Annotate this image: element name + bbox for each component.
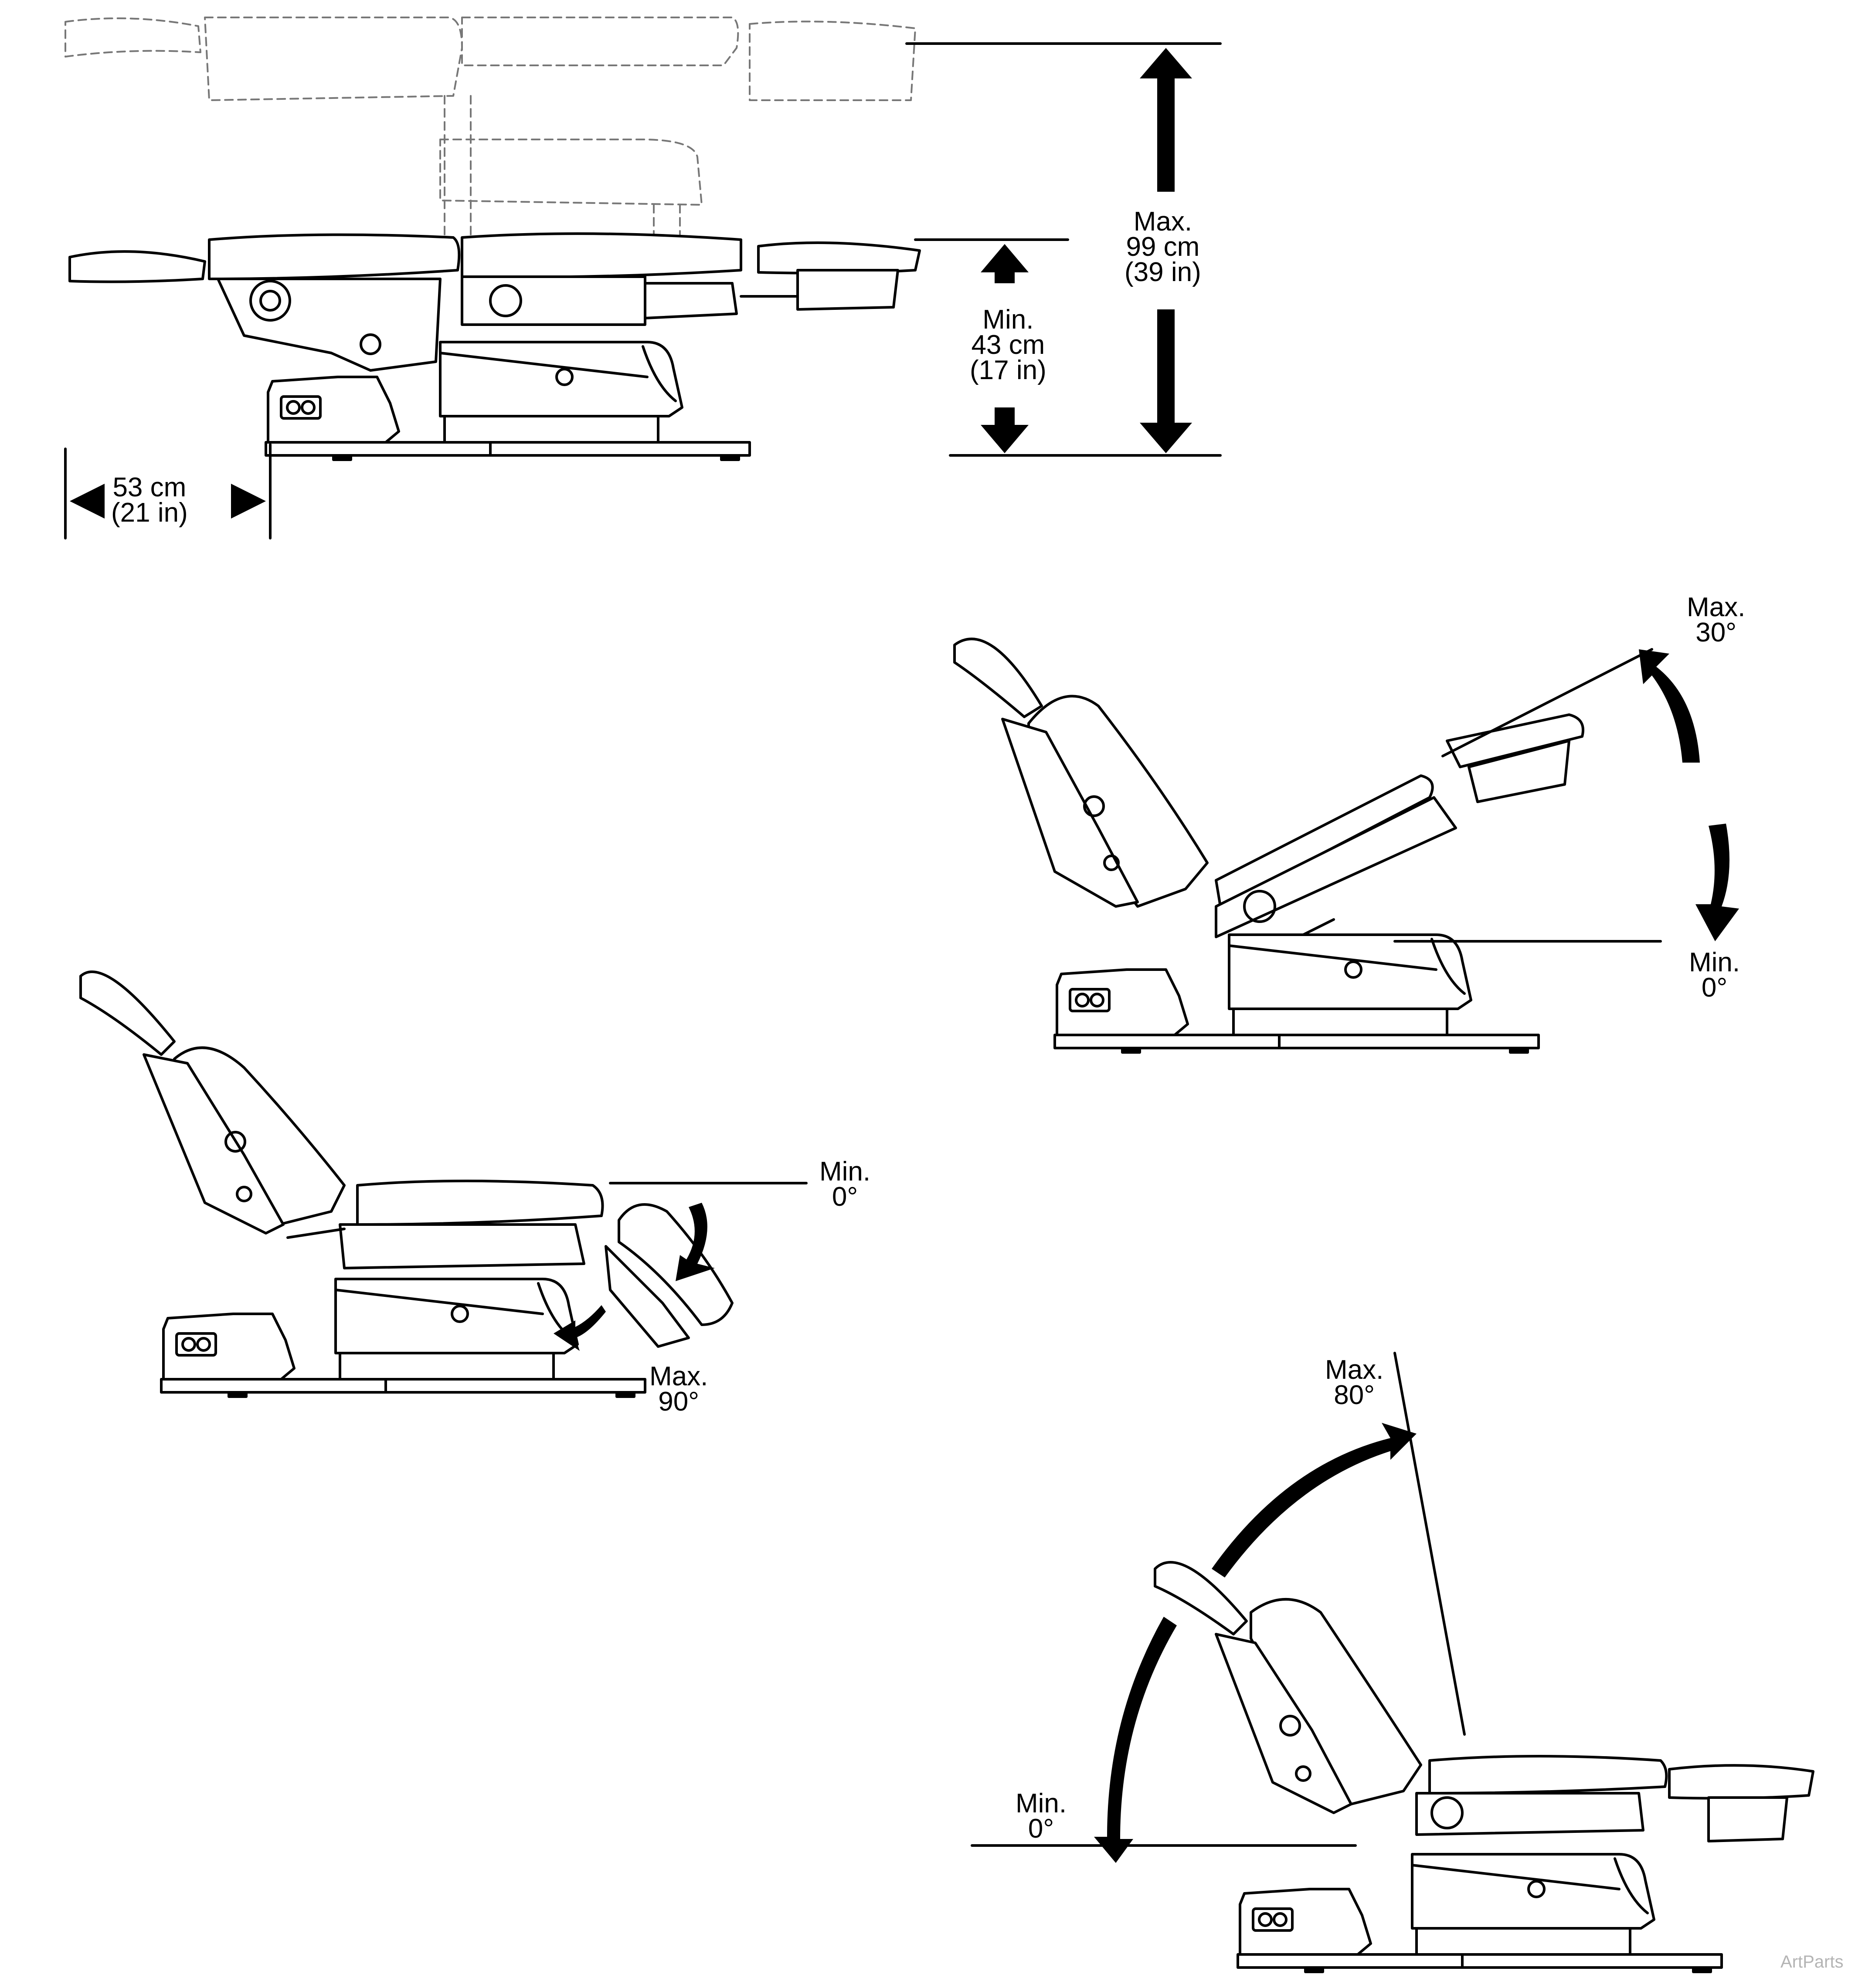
- min-height-label: Min.43 cm(17 in): [970, 305, 1046, 385]
- watermark: ArtParts: [1780, 1952, 1844, 1971]
- max-backrest-label: Max.80°: [1325, 1355, 1384, 1410]
- min-footrest-label: Min.0°: [819, 1157, 871, 1212]
- max-tilt-label: Max.30°: [1687, 592, 1746, 648]
- figure-footrest: [79, 970, 808, 1397]
- figure-tilt: [953, 638, 1739, 1052]
- max-footrest-label: Max.90°: [649, 1361, 708, 1417]
- max-height-label: Max.99 cm(39 in): [1125, 207, 1201, 287]
- figure-height-adjustment: [64, 17, 1222, 539]
- figure-backrest: [971, 1352, 1814, 1972]
- min-backrest-label: Min.0°: [1016, 1788, 1067, 1844]
- depth-label: 53 cm(21 in): [111, 472, 188, 528]
- min-tilt-label: Min.0°: [1689, 947, 1740, 1003]
